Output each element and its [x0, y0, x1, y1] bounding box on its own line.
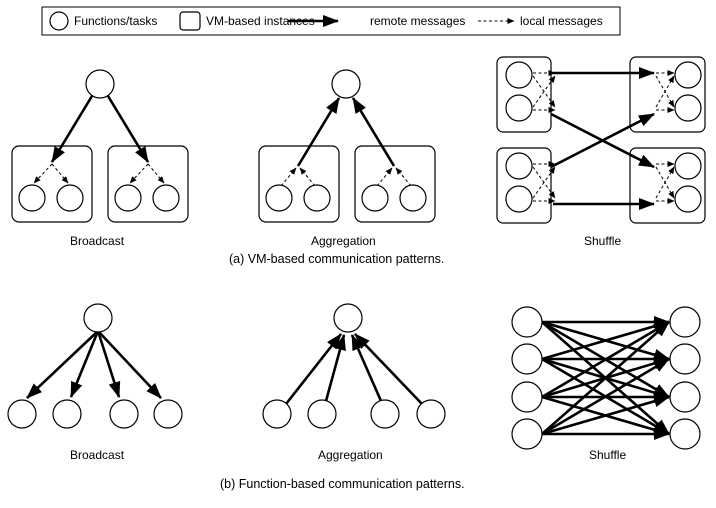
function-shuffle-source-node [511, 418, 543, 450]
function-shuffle-remote-arrow [541, 357, 670, 436]
function-shuffle-remote-arrow [541, 395, 670, 436]
legend-function-icon [49, 11, 69, 31]
vm-broadcast-remote-arrow [50, 95, 94, 163]
vm-broadcast-instance-right [107, 145, 189, 223]
vm-aggregation-local-arrow [299, 167, 316, 187]
function-broadcast-target-node [7, 399, 37, 429]
vm-broadcast-remote-arrow [106, 95, 150, 163]
vm-broadcast-target-node [56, 184, 84, 212]
vm-aggregation-label: Aggregation [311, 234, 376, 248]
function-shuffle-target-node [669, 306, 701, 338]
vm-aggregation-source-node [265, 184, 293, 212]
vm-aggregation-instance-left [258, 145, 340, 223]
function-aggregation-label: Aggregation [318, 448, 383, 462]
vm-panel-caption: (a) VM-based communication patterns. [229, 252, 445, 266]
vm-aggregation-target-node [331, 69, 361, 99]
vm-broadcast-diagram [11, 69, 189, 223]
legend [41, 6, 621, 36]
vm-broadcast-instance-left [11, 145, 93, 223]
function-broadcast-remote-arrow [69, 330, 100, 398]
legend-remote-label: remote messages [370, 14, 466, 28]
function-shuffle-target-node [669, 343, 701, 375]
function-aggregation-remote-arrow [284, 333, 343, 405]
vm-broadcast-source-node [85, 69, 115, 99]
vm-broadcast-local-arrow [51, 163, 69, 184]
function-shuffle-source-node [511, 343, 543, 375]
function-shuffle-remote-arrow [541, 320, 670, 399]
function-aggregation-diagram [262, 303, 446, 429]
vm-shuffle-node [674, 185, 702, 213]
legend-local-label: local messages [520, 14, 603, 28]
vm-aggregation-local-arrow [280, 167, 297, 187]
legend-instance-icon [179, 11, 201, 31]
function-aggregation-target-node [333, 303, 363, 333]
vm-aggregation-instance-right [354, 145, 436, 223]
function-broadcast-target-node [109, 399, 139, 429]
function-broadcast-target-node [52, 399, 82, 429]
vm-aggregation-source-node [303, 184, 331, 212]
vm-broadcast-target-node [152, 184, 180, 212]
vm-aggregation-source-node [361, 184, 389, 212]
function-shuffle-source-node [511, 306, 543, 338]
vm-broadcast-local-arrow [147, 163, 165, 184]
vm-shuffle-node [674, 61, 702, 89]
function-broadcast-diagram [7, 303, 183, 429]
function-shuffle-source-node [511, 381, 543, 413]
function-shuffle-remote-arrow [541, 321, 670, 435]
function-aggregation-source-node [262, 399, 292, 429]
vm-shuffle-remote-arrow [550, 112, 655, 169]
vm-shuffle-node [674, 152, 702, 180]
function-shuffle-label: Shuffle [589, 448, 627, 462]
function-aggregation-source-node [416, 399, 446, 429]
vm-aggregation-local-arrow [395, 167, 412, 187]
function-broadcast-remote-arrow [97, 330, 162, 399]
vm-shuffle-node [505, 152, 533, 180]
vm-shuffle-local-arrow [655, 166, 675, 199]
vm-aggregation-remote-arrow [296, 97, 341, 167]
function-aggregation-source-node [307, 399, 337, 429]
function-shuffle-target-node [669, 418, 701, 450]
vm-shuffle-local-arrow [532, 75, 556, 108]
vm-shuffle-node [505, 185, 533, 213]
legend-functions-label: Functions/tasks [74, 14, 158, 28]
function-broadcast-target-node [153, 399, 183, 429]
vm-shuffle-node [505, 94, 533, 122]
vm-shuffle-local-arrow [655, 75, 675, 108]
function-broadcast-source-node [83, 303, 113, 333]
vm-shuffle-label: Shuffle [584, 234, 622, 248]
function-shuffle-remote-arrow [541, 320, 670, 361]
vm-broadcast-local-arrow [129, 163, 149, 184]
vm-aggregation-source-node [399, 184, 427, 212]
vm-aggregation-diagram [258, 69, 436, 223]
function-broadcast-remote-arrow [96, 330, 121, 398]
function-broadcast-label: Broadcast [70, 448, 125, 462]
function-shuffle-target-node [669, 381, 701, 413]
function-aggregation-remote-arrow [354, 333, 423, 405]
function-shuffle-diagram [511, 306, 701, 450]
legend-instances-label: VM-based instances [206, 14, 315, 28]
function-broadcast-remote-arrow [26, 330, 99, 399]
vm-shuffle-node [505, 61, 533, 89]
vm-shuffle-local-arrow [532, 166, 556, 199]
vm-aggregation-remote-arrow [351, 97, 396, 167]
vm-shuffle-diagram [496, 56, 706, 224]
function-panel-caption: (b) Function-based communication pattern… [220, 477, 465, 491]
vm-broadcast-target-node [18, 184, 46, 212]
vm-shuffle-node [674, 94, 702, 122]
vm-broadcast-target-node [114, 184, 142, 212]
function-aggregation-source-node [370, 399, 400, 429]
vm-broadcast-local-arrow [33, 163, 53, 184]
function-aggregation-remote-arrow [324, 334, 346, 402]
vm-aggregation-local-arrow [376, 167, 393, 187]
vm-broadcast-label: Broadcast [70, 234, 125, 248]
